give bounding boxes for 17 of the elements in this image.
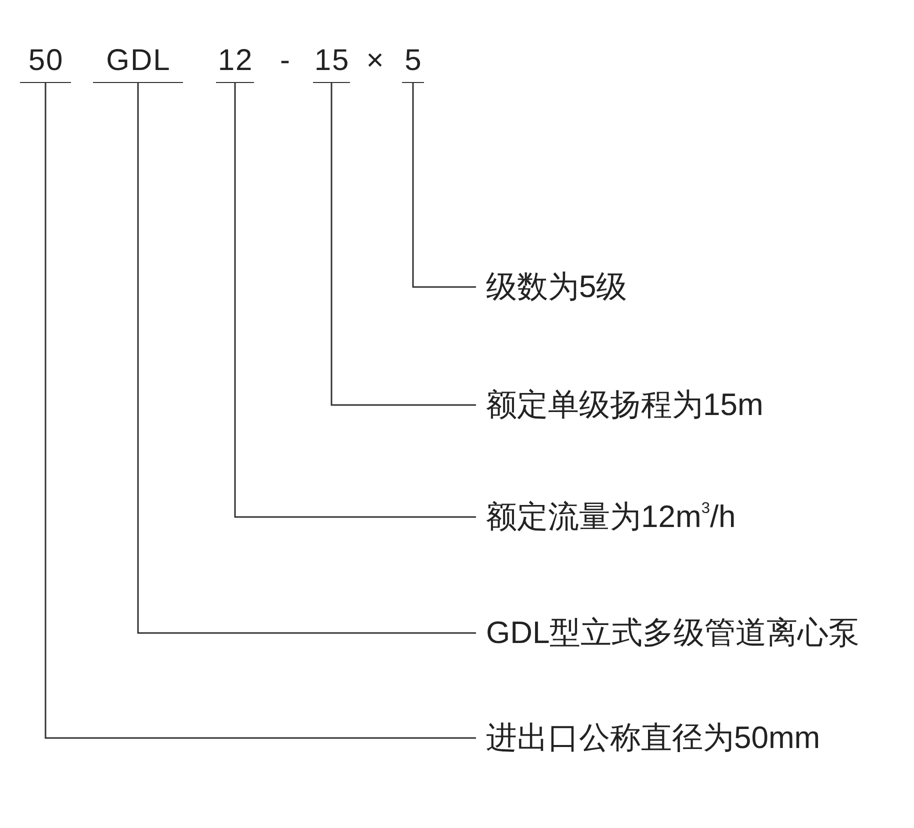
code-separator: × bbox=[366, 43, 384, 79]
description-text: 额定单级扬程为15m bbox=[476, 385, 764, 425]
description-text: GDL型立式多级管道离心泵 bbox=[476, 613, 860, 653]
code-segment: 15 bbox=[313, 38, 350, 83]
leader-line bbox=[412, 83, 476, 288]
description-text: 进出口公称直径为50mm bbox=[476, 718, 820, 758]
leader-line bbox=[44, 83, 476, 739]
leader-line bbox=[330, 83, 476, 406]
description-text: 额定流量为12m$^{3}$/h bbox=[476, 497, 736, 537]
code-segment: GDL bbox=[93, 38, 183, 83]
code-segment: 12 bbox=[216, 38, 254, 83]
leader-line bbox=[234, 83, 476, 518]
code-separator: - bbox=[280, 43, 290, 79]
description-text: 级数为5级 bbox=[476, 267, 628, 307]
code-segment: 50 bbox=[20, 38, 71, 83]
leader-line bbox=[137, 83, 476, 634]
code-segment: 5 bbox=[402, 38, 424, 83]
